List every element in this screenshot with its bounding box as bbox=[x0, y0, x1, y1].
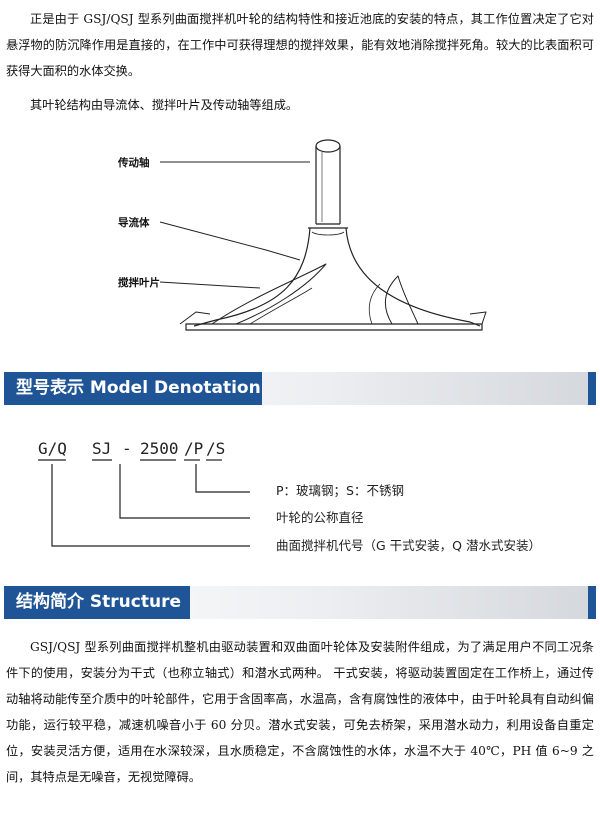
label-blade: 搅拌叶片 bbox=[118, 276, 160, 289]
section-title-model: 型号表示 Model Denotation bbox=[4, 372, 262, 405]
guide-body-shape bbox=[193, 227, 481, 327]
shaft-top bbox=[315, 139, 341, 153]
model-code-diagram: G/Q SJ - 2500 /P /S P：玻璃钢；S：不锈钢 叶轮的公称直径 … bbox=[38, 439, 541, 553]
desc-code: 曲面搅拌机代号（G 干式安装，Q 潜水式安装） bbox=[276, 538, 541, 553]
label-guide-body: 导流体 bbox=[118, 216, 150, 229]
code-p: /P bbox=[184, 439, 203, 458]
leader-diameter bbox=[119, 464, 250, 519]
leader-material bbox=[195, 464, 250, 493]
intro-paragraph-1: 正是由于 GSJ/QSJ 型系列曲面搅拌机叶轮的结构特性和接近池底的安装的特点，… bbox=[6, 12, 594, 78]
shaft-shape bbox=[315, 146, 341, 225]
base-plate-shape bbox=[185, 323, 483, 331]
section-title-structure: 结构简介 Structure bbox=[4, 586, 190, 619]
leader-code bbox=[51, 464, 250, 547]
desc-diameter: 叶轮的公称直径 bbox=[276, 510, 364, 525]
impeller-diagram: 传动轴 导流体 搅拌叶片 bbox=[117, 139, 487, 331]
desc-material: P：玻璃钢；S：不锈钢 bbox=[276, 483, 404, 498]
code-diameter: 2500 bbox=[140, 439, 179, 458]
code-gq: G/Q bbox=[38, 439, 67, 458]
structure-paragraph: GSJ/QSJ 型系列曲面搅拌机整机由驱动装置和双曲面叶轮体及安装附件组成，为了… bbox=[6, 640, 594, 784]
section-banner-model: 型号表示 Model Denotation bbox=[0, 372, 600, 405]
section-banner-structure: 结构简介 Structure bbox=[0, 586, 600, 619]
leader-blade bbox=[159, 281, 261, 289]
intro-paragraph-2: 其叶轮结构由导流体、搅拌叶片及传动轴等组成。 bbox=[30, 98, 299, 112]
leader-guide bbox=[159, 221, 301, 261]
code-s: /S bbox=[206, 439, 225, 458]
code-sj: SJ bbox=[92, 439, 111, 458]
blade-shape-1 bbox=[211, 263, 327, 325]
blade-shape-2 bbox=[384, 275, 419, 325]
code-dash: - bbox=[122, 439, 132, 458]
label-shaft: 传动轴 bbox=[117, 156, 150, 169]
